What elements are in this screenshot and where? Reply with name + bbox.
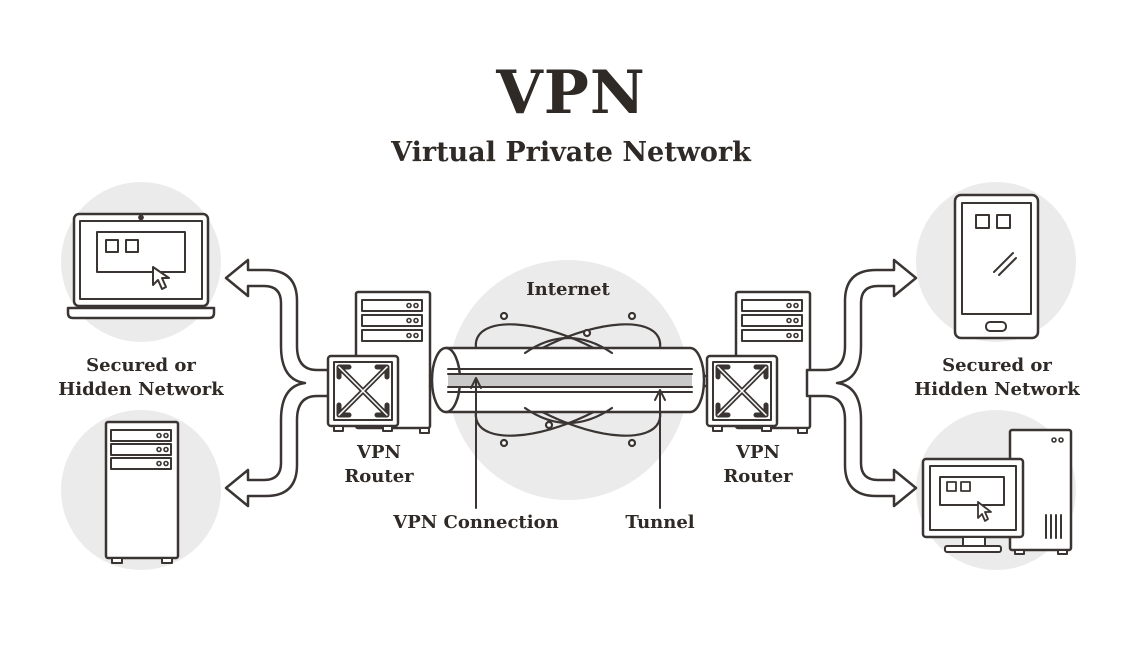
left-network-label: Secured or Hidden Network	[56, 354, 226, 402]
tunnel-tube	[428, 336, 712, 425]
right-network-line1: Secured or	[942, 355, 1052, 376]
double-arrow-icon-right	[805, 258, 918, 508]
diagram-subtitle: Virtual Private Network	[391, 137, 751, 168]
router-icon-right	[705, 290, 812, 434]
router-icon-left	[326, 290, 432, 434]
left-router-label: VPN Router	[329, 441, 429, 489]
right-network-label: Secured or Hidden Network	[912, 354, 1082, 402]
internet-label: Internet	[498, 278, 638, 302]
right-router-line2: Router	[723, 466, 793, 487]
left-router-line2: Router	[344, 466, 414, 487]
left-network-line2: Hidden Network	[58, 379, 224, 400]
globe-orbit-icon	[474, 311, 662, 448]
laptop-icon	[66, 212, 216, 320]
desktop-computer-icon	[921, 428, 1073, 555]
diagram-title: VPN	[496, 58, 646, 128]
pointer-lines	[470, 377, 666, 509]
double-arrow-icon-left	[224, 258, 337, 508]
tunnel-text: Tunnel	[625, 512, 695, 533]
tunnel-label: Tunnel	[610, 511, 710, 535]
internet-label-text: Internet	[526, 279, 610, 300]
server-icon-left	[104, 420, 180, 564]
left-network-line1: Secured or	[86, 355, 196, 376]
right-network-line2: Hidden Network	[914, 379, 1080, 400]
vpn-connection-text: VPN Connection	[393, 512, 559, 533]
right-router-line1: VPN	[736, 442, 780, 463]
left-router-line1: VPN	[357, 442, 401, 463]
vpn-connection-label: VPN Connection	[386, 511, 566, 535]
tablet-icon	[953, 193, 1040, 340]
right-router-label: VPN Router	[708, 441, 808, 489]
